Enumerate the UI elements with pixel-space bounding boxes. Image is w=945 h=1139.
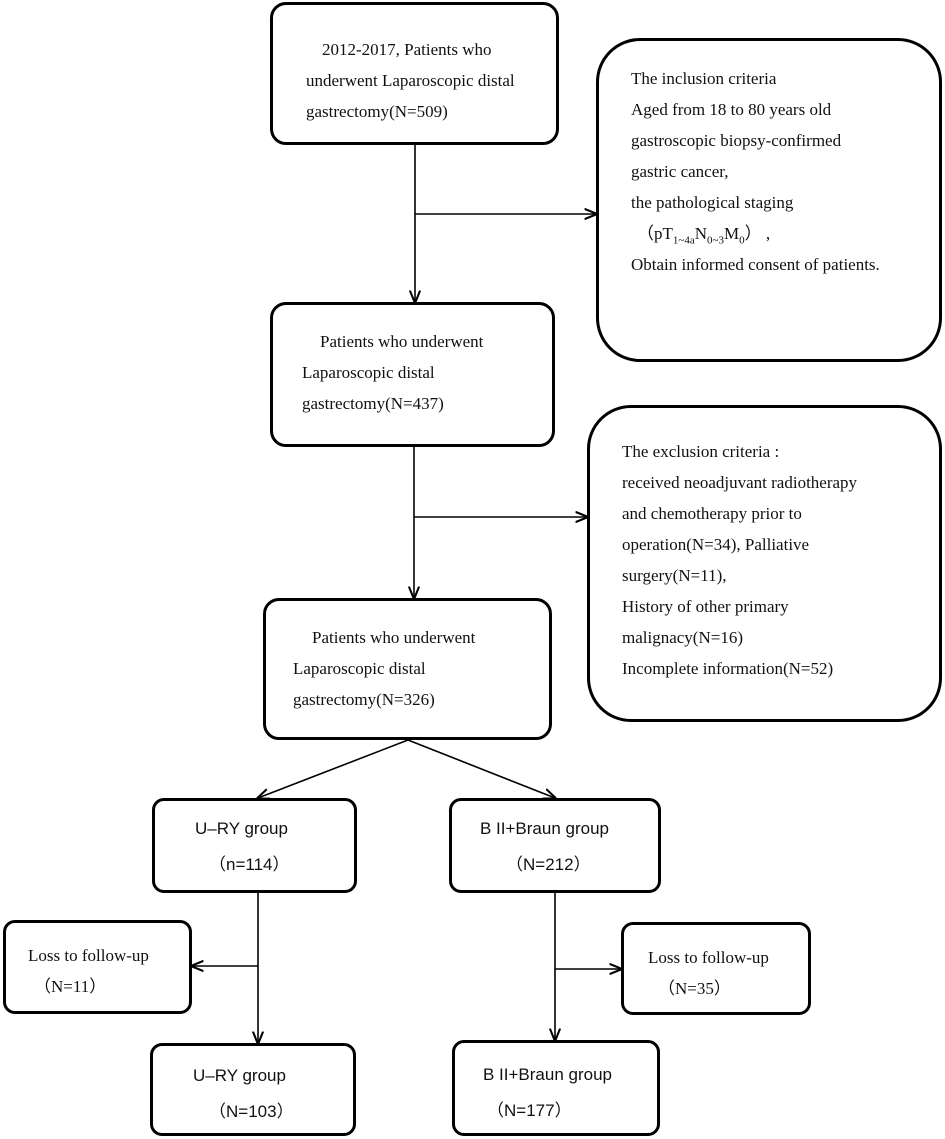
box-ury-group: U–RY group （n=114） <box>152 798 357 893</box>
braun-group-name: B II+Braun group <box>480 819 610 838</box>
exclusion-line-6: History of other primary <box>622 597 789 616</box>
box-braun-final: B II+Braun group （N=177） <box>452 1040 660 1136</box>
box-after-inclusion: Patients who underwent Laparoscopic dist… <box>270 302 555 447</box>
arrow-326-to-braun <box>407 739 555 798</box>
after-exclusion-line-1: Patients who underwent <box>312 628 476 647</box>
braun-final-count: （N=177） <box>487 1101 572 1120</box>
arrow-326-to-ury <box>258 739 409 798</box>
box-ury-final: U–RY group （N=103） <box>150 1043 356 1136</box>
box-ury-loss: Loss to follow-up （N=11） <box>3 920 192 1014</box>
staging-m: M <box>723 224 740 243</box>
inclusion-line-4: gastric cancer, <box>631 162 729 181</box>
ury-loss-count: （N=11） <box>34 977 107 996</box>
ury-group-name: U–RY group <box>195 819 288 838</box>
braun-loss-label: Loss to follow-up <box>648 948 769 967</box>
exclusion-line-1: The exclusion criteria : <box>622 442 780 461</box>
after-inclusion-line-3: gastrectomy(N=437) <box>302 394 444 413</box>
inclusion-line-3: gastroscopic biopsy-confirmed <box>631 131 842 150</box>
box-exclusion-criteria: The exclusion criteria : received neoadj… <box>587 405 942 722</box>
exclusion-line-7: malignacy(N=16) <box>622 628 743 647</box>
ury-group-count: （n=114） <box>209 855 290 874</box>
inclusion-line-last: Obtain informed consent of patients. <box>631 255 880 274</box>
box-inclusion-criteria: The inclusion criteria Aged from 18 to 8… <box>596 38 942 362</box>
box-initial-cohort: 2012-2017, Patients who underwent Laparo… <box>270 2 559 145</box>
initial-line-3: gastrectomy(N=509) <box>306 102 448 121</box>
after-exclusion-line-2: Laparoscopic distal <box>293 659 426 678</box>
inclusion-line-5: the pathological staging <box>631 193 794 212</box>
braun-loss-count: （N=35） <box>658 979 731 998</box>
exclusion-line-5: surgery(N=11), <box>622 566 727 585</box>
after-exclusion-line-3: gastrectomy(N=326) <box>293 690 435 709</box>
box-after-exclusion: Patients who underwent Laparoscopic dist… <box>263 598 552 740</box>
staging-n-sub: 0~3 <box>707 234 724 247</box>
inclusion-line-2: Aged from 18 to 80 years old <box>631 100 832 119</box>
staging-m-sub: 0 <box>739 234 745 247</box>
staging-open: （pT <box>637 224 673 243</box>
ury-final-name: U–RY group <box>193 1066 286 1085</box>
box-braun-group: B II+Braun group （N=212） <box>449 798 661 893</box>
exclusion-line-8: Incomplete information(N=52) <box>622 659 834 678</box>
braun-group-count: （N=212） <box>506 855 591 874</box>
staging-n: N <box>694 224 708 243</box>
exclusion-line-4: operation(N=34), Palliative <box>622 535 810 554</box>
inclusion-staging: （pT1~4aN0~3M0） , <box>631 218 939 249</box>
braun-final-name: B II+Braun group <box>483 1065 613 1084</box>
initial-line-2: underwent Laparoscopic distal <box>306 71 515 90</box>
initial-line-1: 2012-2017, Patients who <box>322 40 492 59</box>
staging-t-sub: 1~4a <box>672 234 695 247</box>
inclusion-line-1: The inclusion criteria <box>631 69 777 88</box>
box-braun-loss: Loss to follow-up （N=35） <box>621 922 811 1015</box>
after-inclusion-line-2: Laparoscopic distal <box>302 363 435 382</box>
staging-close: ） , <box>744 224 771 243</box>
ury-loss-label: Loss to follow-up <box>28 946 149 965</box>
after-inclusion-line-1: Patients who underwent <box>320 332 484 351</box>
ury-final-count: （N=103） <box>209 1102 294 1121</box>
exclusion-line-3: and chemotherapy prior to <box>622 504 802 523</box>
exclusion-line-2: received neoadjuvant radiotherapy <box>622 473 858 492</box>
